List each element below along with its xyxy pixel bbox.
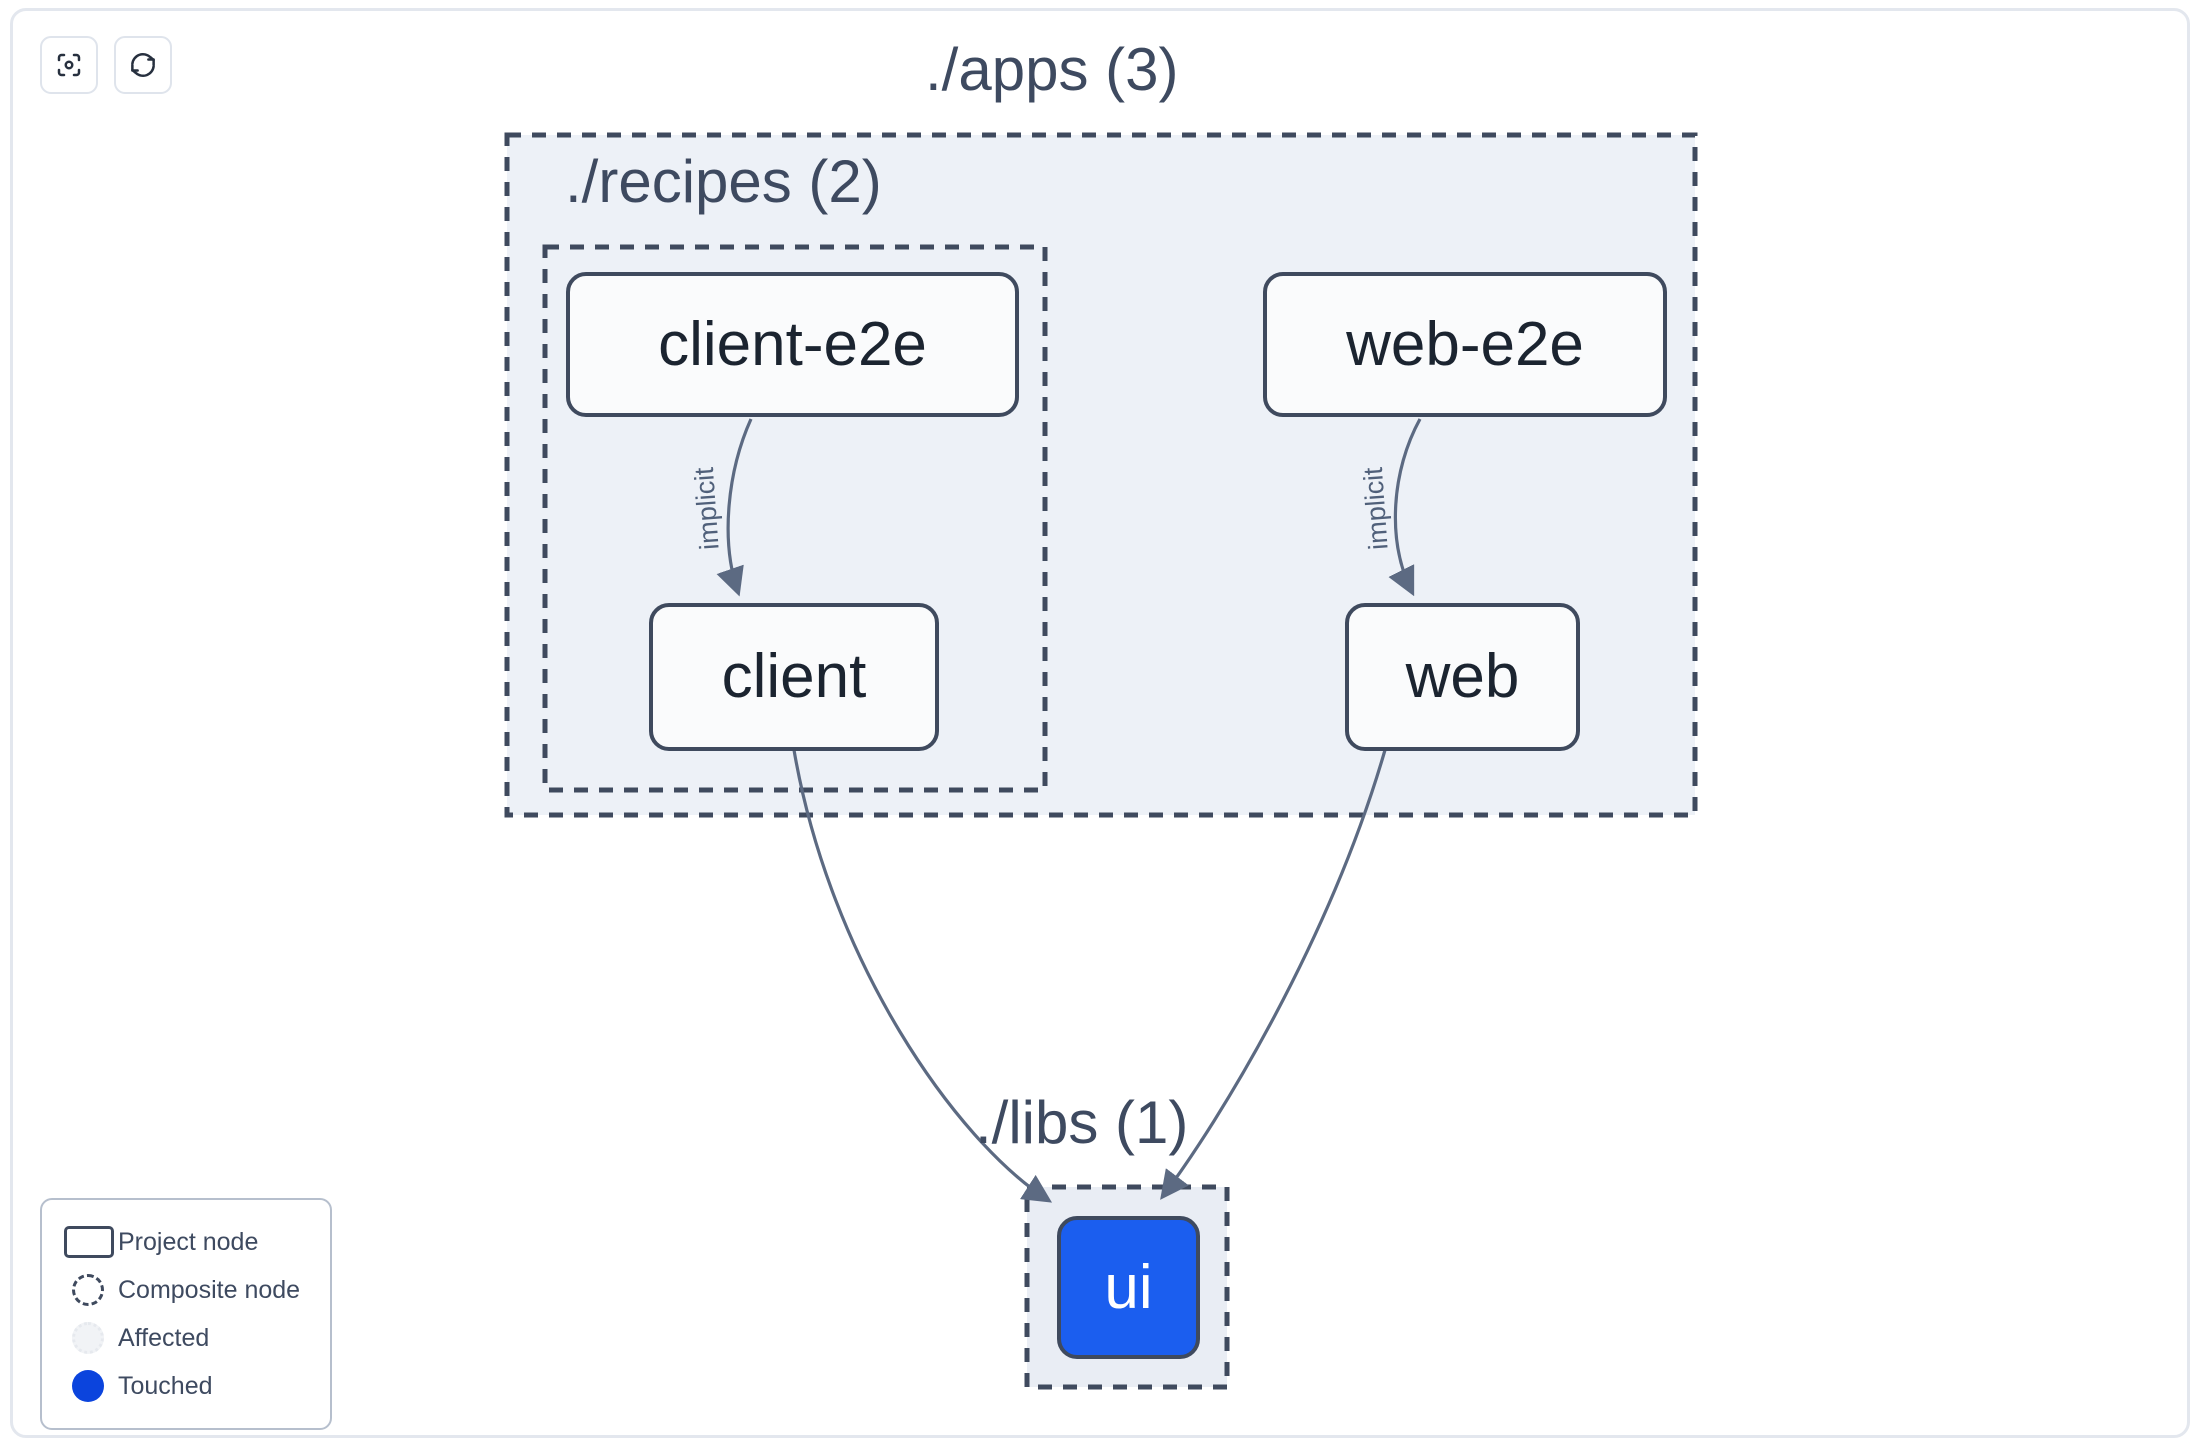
edge-web-to-ui — [1160, 749, 1387, 1200]
focus-target-icon — [54, 50, 84, 80]
touched-swatch — [58, 1370, 118, 1402]
legend-item-affected: Affected — [58, 1314, 314, 1362]
affected-swatch — [58, 1322, 118, 1354]
legend-label: Affected — [118, 1323, 210, 1352]
project-node-web[interactable]: web — [1345, 603, 1580, 751]
project-node-web-e2e[interactable]: web-e2e — [1263, 272, 1667, 417]
node-label: web — [1405, 642, 1520, 711]
graph-toolbar — [40, 36, 172, 94]
legend-item-touched: Touched — [58, 1362, 314, 1410]
edge-web-e2e-to-web — [1388, 418, 1422, 597]
refresh-graph-button[interactable] — [114, 36, 172, 94]
legend-item-composite-node: Composite node — [58, 1266, 314, 1314]
group-label-libs: ./libs (1) — [975, 1089, 1189, 1156]
project-node-swatch — [58, 1226, 118, 1258]
legend-label: Composite node — [118, 1275, 301, 1304]
project-node-client[interactable]: client — [649, 603, 939, 751]
refresh-icon — [128, 50, 158, 80]
focus-graph-button[interactable] — [40, 36, 98, 94]
edge-client-to-ui — [792, 749, 1053, 1203]
node-label: client — [721, 642, 867, 711]
node-label: client-e2e — [658, 309, 927, 379]
legend-label: Project node — [118, 1227, 259, 1256]
group-label-recipes: ./recipes (2) — [565, 148, 882, 215]
project-node-ui[interactable]: ui — [1057, 1216, 1200, 1359]
legend-item-project-node: Project node — [58, 1218, 314, 1266]
graph-legend: Project node Composite node Affected Tou… — [40, 1198, 332, 1430]
group-label-apps: ./apps (3) — [925, 36, 1179, 103]
legend-label: Touched — [118, 1371, 213, 1400]
node-label: web-e2e — [1346, 309, 1584, 379]
edge-client-e2e-to-client — [716, 418, 753, 597]
project-node-client-e2e[interactable]: client-e2e — [566, 272, 1019, 417]
node-label: ui — [1104, 1252, 1153, 1322]
composite-node-swatch — [58, 1274, 118, 1306]
